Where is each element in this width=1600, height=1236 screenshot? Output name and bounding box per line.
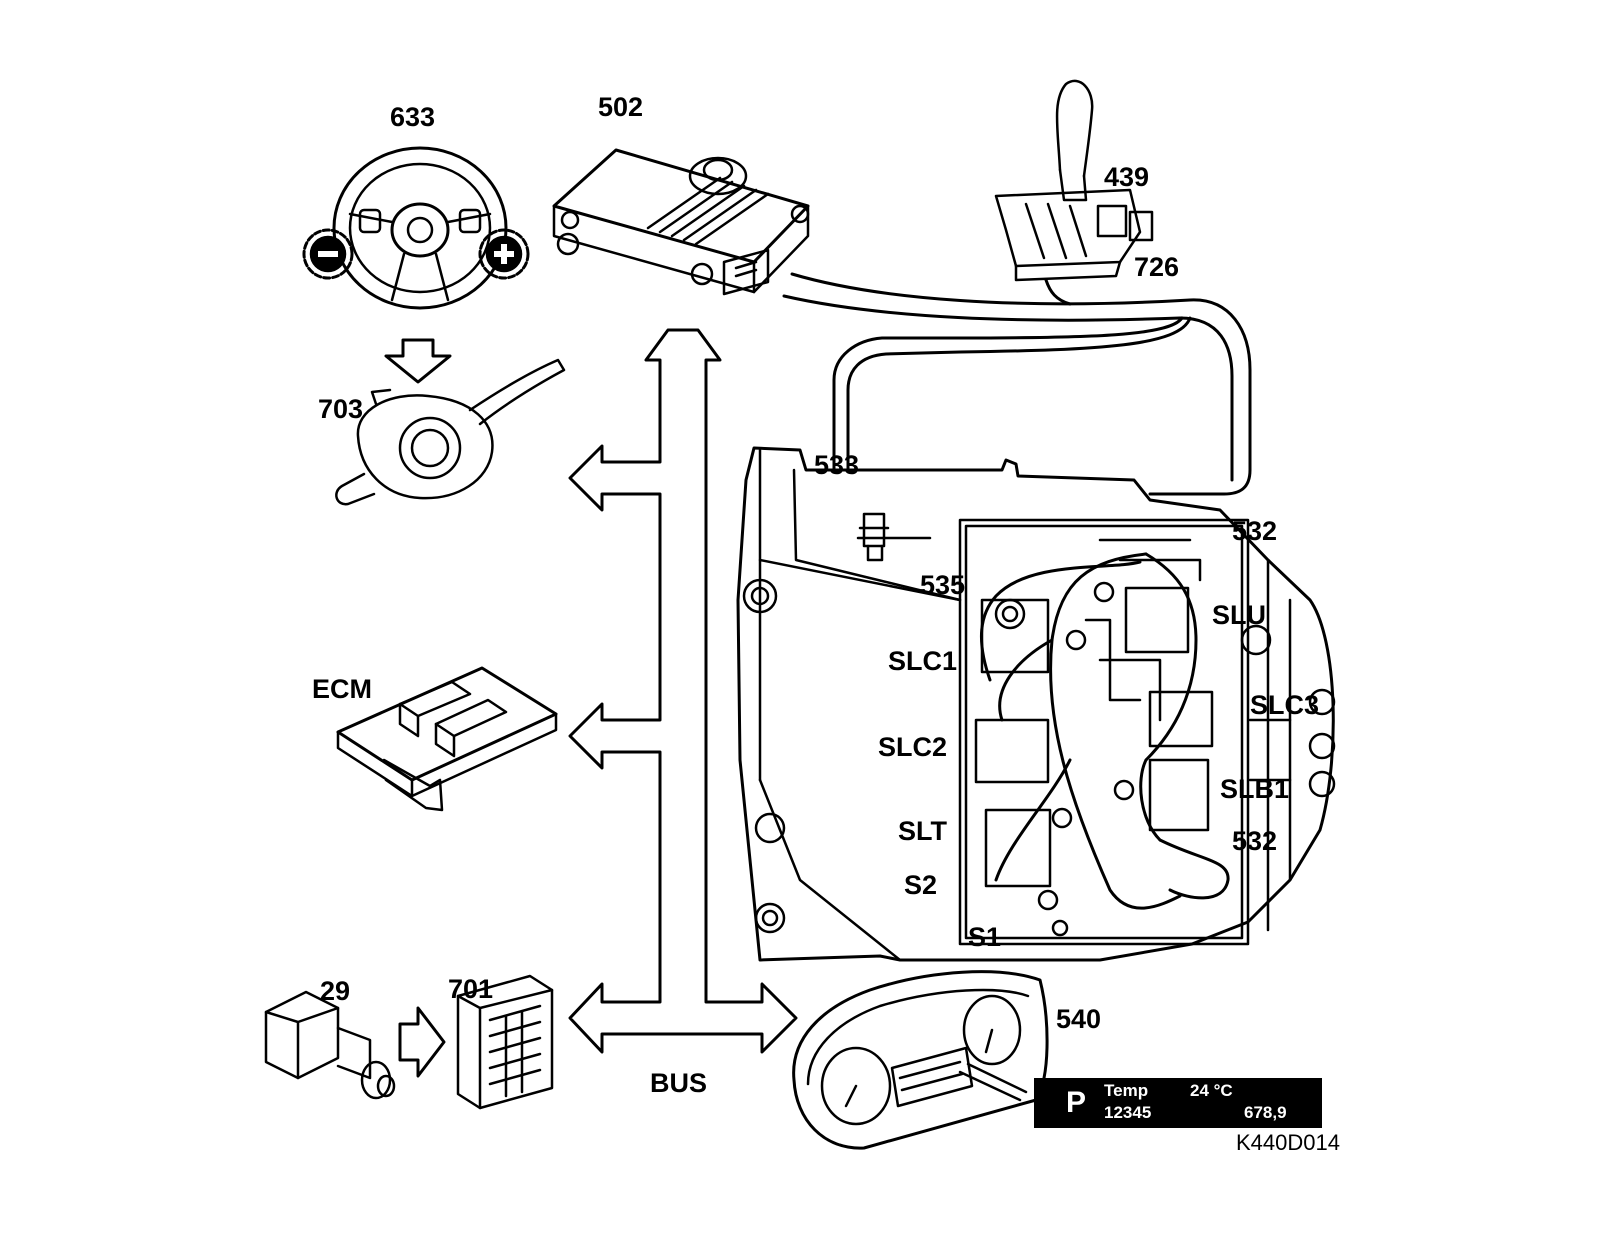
gear-indicator: P [1066, 1086, 1087, 1119]
right-arrow-icon [398, 1006, 446, 1078]
brake-switch-label: 29 [320, 976, 351, 1006]
ecm-label: ECM [312, 674, 372, 704]
temp-value: 24 °C [1190, 1081, 1233, 1100]
wiring-harness-lines [782, 272, 1252, 496]
solenoid-wiring [979, 552, 1230, 910]
slc1-label: SLC1 [888, 646, 958, 676]
cluster-display: P Temp 24 °C 12345 678,9 [1034, 1078, 1322, 1128]
bus-arrows [568, 328, 798, 1054]
harness-532-top-label: 532 [1232, 516, 1278, 546]
selector-lever-label: 439 [1104, 162, 1150, 192]
temp-label: Temp [1104, 1081, 1149, 1100]
down-arrow-icon [384, 338, 452, 384]
selector-switch-label: 726 [1134, 252, 1180, 282]
instrument-cluster-icon [792, 970, 1049, 1150]
solenoid-535-label: 535 [920, 570, 966, 600]
slu-label: SLU [1212, 600, 1266, 630]
instrument-cluster-label: 540 [1056, 1004, 1102, 1034]
steering-wheel-icon [332, 146, 508, 310]
slc3-label: SLC3 [1250, 690, 1320, 720]
valve-body [958, 518, 1250, 946]
s2-label: S2 [904, 870, 938, 900]
transmission-housing [736, 446, 1336, 962]
sensor-533-icon [856, 512, 932, 562]
fuse-box-label: 701 [448, 974, 494, 1004]
steering-wheel-label: 633 [390, 102, 436, 132]
gear-selector-icon [994, 79, 1154, 282]
trip-value: 678,9 [1244, 1103, 1287, 1122]
slt-label: SLT [898, 816, 947, 846]
tcm-label: 502 [598, 92, 644, 122]
engine-control-module-icon [336, 666, 558, 812]
steering-column-module-label: 703 [318, 394, 364, 424]
figure-code: K440D014 [1236, 1130, 1340, 1155]
odometer-value: 12345 [1104, 1103, 1152, 1122]
slc2-label: SLC2 [878, 732, 948, 762]
bus-label: BUS [650, 1068, 708, 1098]
fuse-box-icon [456, 974, 554, 1110]
s1-label: S1 [968, 922, 1002, 952]
harness-532-bottom-label: 532 [1232, 826, 1278, 856]
steering-column-module-icon [335, 358, 566, 506]
plus-paddle-icon [478, 228, 530, 280]
transmission-control-module-icon [552, 148, 810, 296]
sensor-533-label: 533 [814, 450, 860, 480]
minus-paddle-icon [302, 228, 354, 280]
brake-light-switch-icon [264, 990, 396, 1100]
slb1-label: SLB1 [1220, 774, 1290, 804]
